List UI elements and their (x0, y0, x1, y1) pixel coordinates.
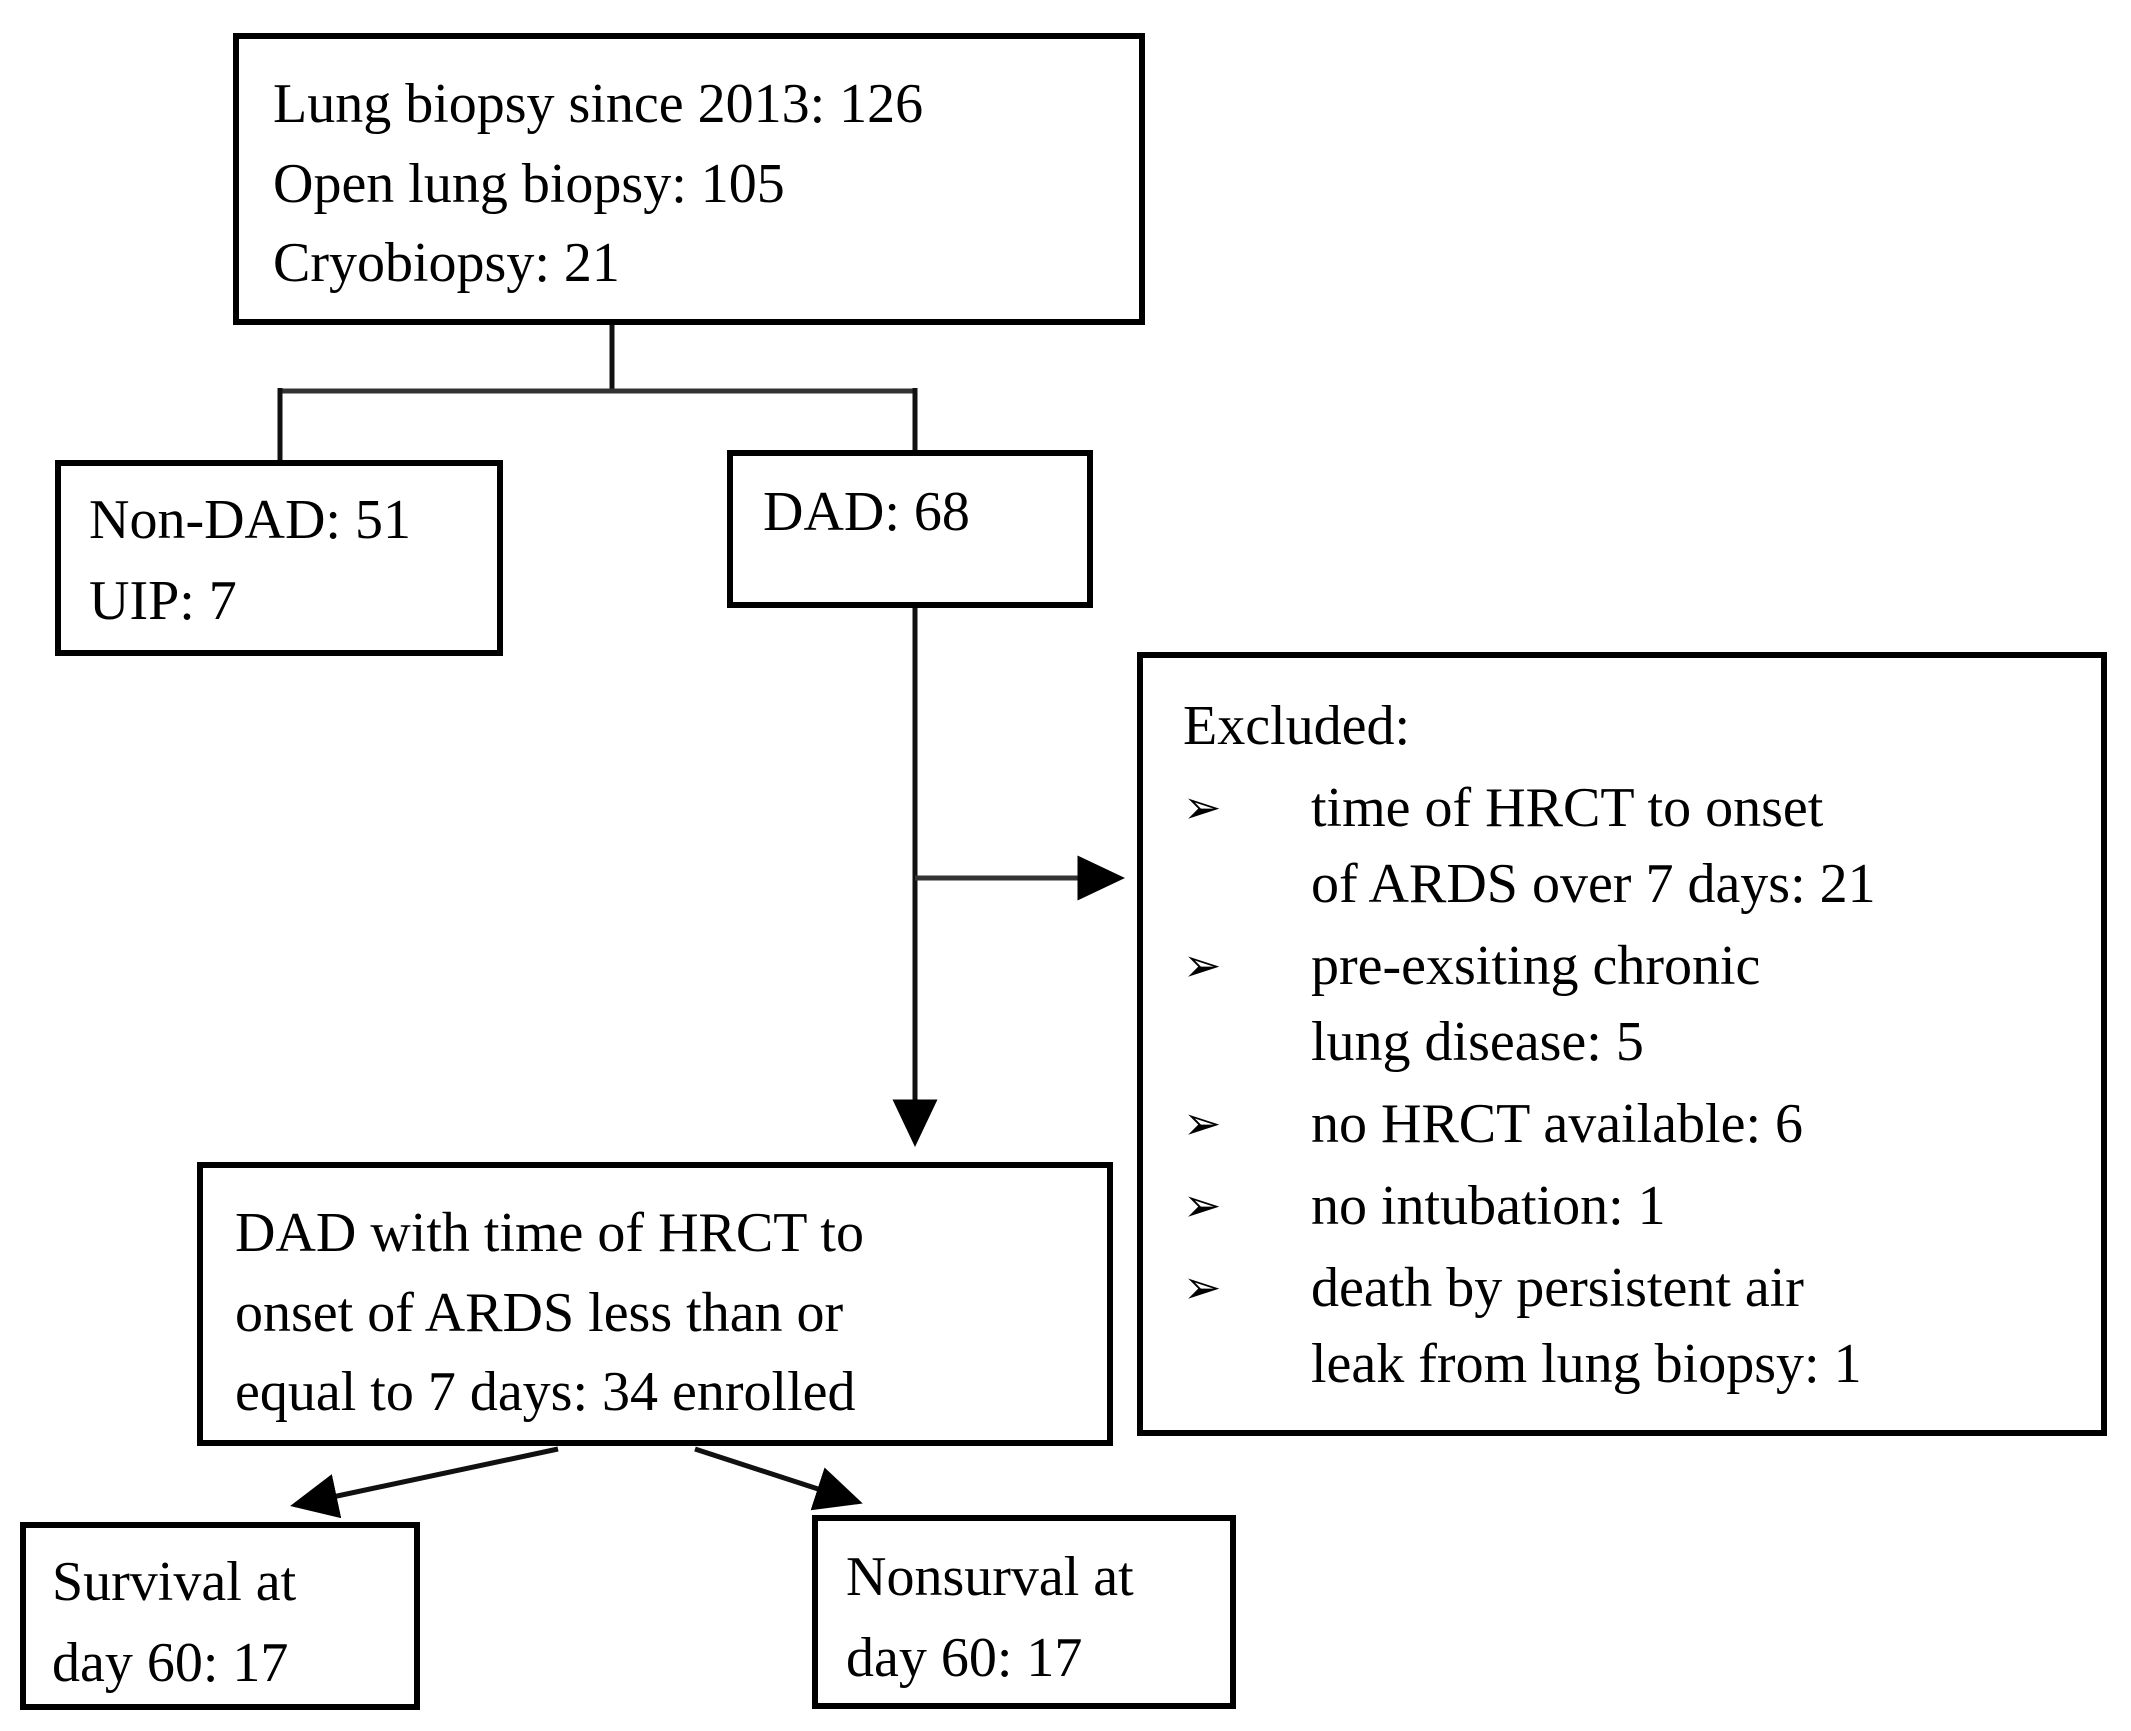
arrowhead-bullet-icon: ➢ (1183, 1262, 1222, 1313)
dad-count: DAD: 68 (763, 481, 970, 543)
excluded-item-hrct-onset: ➢ time of HRCT to onset of ARDS over 7 d… (1183, 770, 2061, 922)
nonsurvival-line: Nonsurval at (846, 1546, 1134, 1608)
enrolled-line: DAD with time of HRCT to (235, 1202, 864, 1264)
excluded-item-no-intubation: ➢ no intubation: 1 (1183, 1168, 2061, 1244)
nonsurvival-line: day 60: 17 (846, 1627, 1083, 1690)
dad-box: DAD: 68 (727, 450, 1093, 608)
excluded-item-text: lung disease: 5 (1311, 1011, 1644, 1073)
excluded-item-preexisting: ➢ pre-exsiting chronic lung disease: 5 (1183, 928, 2061, 1080)
enrolled-box: DAD with time of HRCT to onset of ARDS l… (197, 1162, 1113, 1446)
biopsy-line-cryo: Cryobiopsy: 21 (273, 232, 620, 295)
nonsurvival-box: Nonsurval at day 60: 17 (812, 1515, 1236, 1709)
survival-box: Survival at day 60: 17 (20, 1522, 420, 1710)
excluded-title: Excluded: (1183, 695, 1411, 757)
excluded-item-text: no intubation: 1 (1311, 1175, 1666, 1237)
arrowhead-bullet-icon: ➢ (1183, 1098, 1222, 1149)
excluded-item-text: death by persistent air (1311, 1257, 1804, 1319)
lung-biopsy-total-box: Lung biopsy since 2013: 126 Open lung bi… (233, 33, 1145, 325)
arrowhead-bullet-icon: ➢ (1183, 1180, 1222, 1231)
survival-line: Survival at (52, 1551, 297, 1613)
excluded-item-text: leak from lung biopsy: 1 (1311, 1333, 1862, 1395)
uip-count: UIP: 7 (89, 570, 237, 633)
excluded-item-text: no HRCT available: 6 (1311, 1093, 1803, 1155)
excluded-box: Excluded: ➢ time of HRCT to onset of ARD… (1137, 652, 2107, 1436)
enrolled-line: onset of ARDS less than or (235, 1281, 844, 1344)
non-dad-box: Non-DAD: 51 UIP: 7 (55, 460, 503, 656)
arrowhead-bullet-icon: ➢ (1183, 782, 1222, 833)
excluded-item-air-leak: ➢ death by persistent air leak from lung… (1183, 1250, 2061, 1402)
excluded-item-text: time of HRCT to onset (1311, 777, 1824, 839)
biopsy-line-open: Open lung biopsy: 105 (273, 152, 785, 215)
arrowhead-bullet-icon: ➢ (1183, 940, 1222, 991)
biopsy-line-total: Lung biopsy since 2013: 126 (273, 73, 924, 135)
connector-enrolled-to-nonsurvival-arrow (694, 1446, 863, 1511)
excluded-item-no-hrct: ➢ no HRCT available: 6 (1183, 1086, 2061, 1162)
connector-enrolled-to-survival-arrow (290, 1446, 559, 1519)
excluded-item-text: of ARDS over 7 days: 21 (1311, 853, 1876, 915)
survival-line: day 60: 17 (52, 1632, 289, 1695)
enrolled-line: equal to 7 days: 34 enrolled (235, 1361, 856, 1424)
excluded-item-text: pre-exsiting chronic (1311, 935, 1761, 997)
non-dad-count: Non-DAD: 51 (89, 489, 411, 551)
